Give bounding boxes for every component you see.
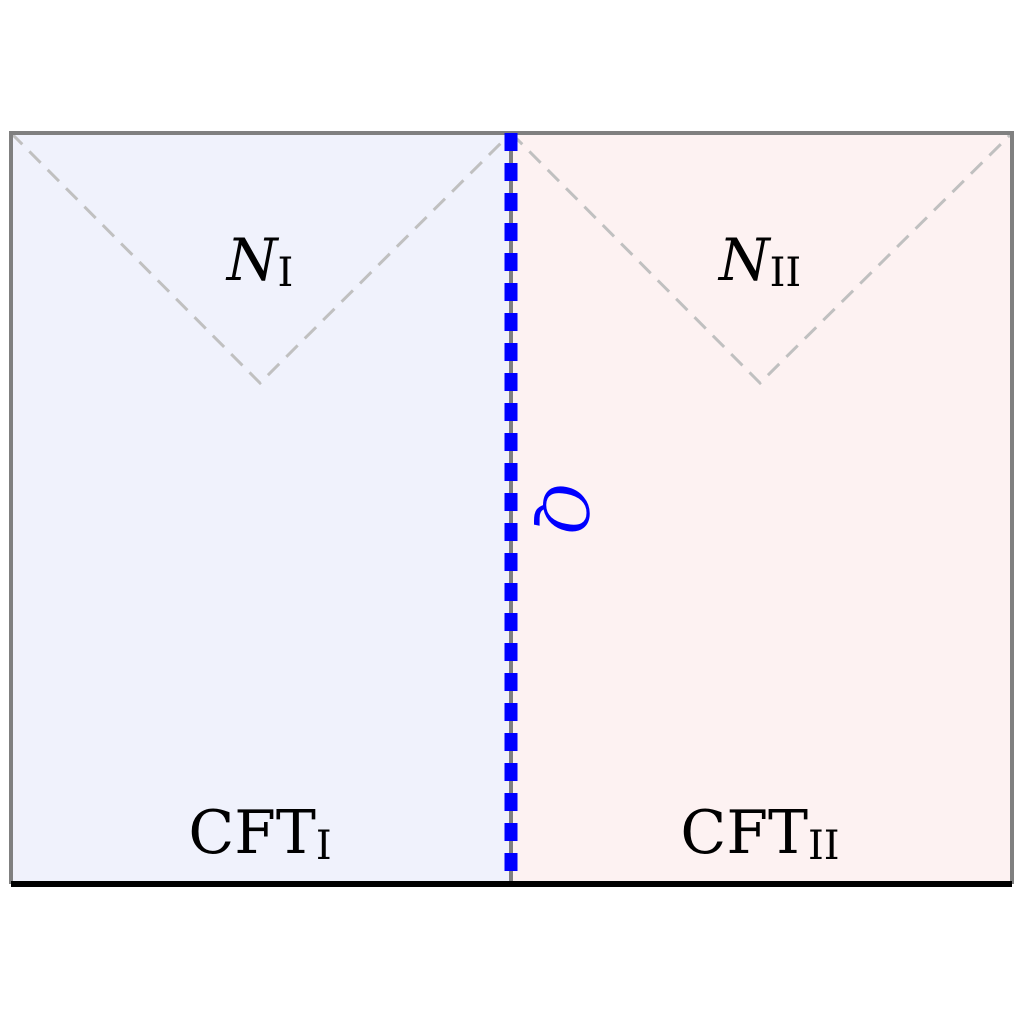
- region-left-background: [11, 133, 511, 884]
- horizon-label-right-base: N: [717, 226, 772, 294]
- horizon-right-dashed-line: [509, 131, 1014, 386]
- boundary-label-right: CFTII: [680, 798, 839, 869]
- horizon-label-right: NII: [717, 226, 801, 296]
- horizon-label-right-sub: II: [770, 250, 802, 296]
- boundary-label-left-base: CFT: [188, 798, 316, 868]
- horizon-label-left: NI: [225, 226, 294, 296]
- horizon-label-left-base: N: [225, 226, 280, 294]
- boundary-label-right-sub: II: [808, 823, 840, 869]
- boundary-label-left-sub: I: [316, 823, 332, 869]
- boundary-label-left: CFTI: [188, 798, 331, 869]
- boundary-label-right-base: CFT: [680, 798, 808, 868]
- horizon-left-dashed-line: [9, 131, 513, 386]
- brane-label: Q: [529, 483, 602, 534]
- region-right-background: [511, 133, 1012, 884]
- horizon-label-left-sub: I: [277, 250, 293, 296]
